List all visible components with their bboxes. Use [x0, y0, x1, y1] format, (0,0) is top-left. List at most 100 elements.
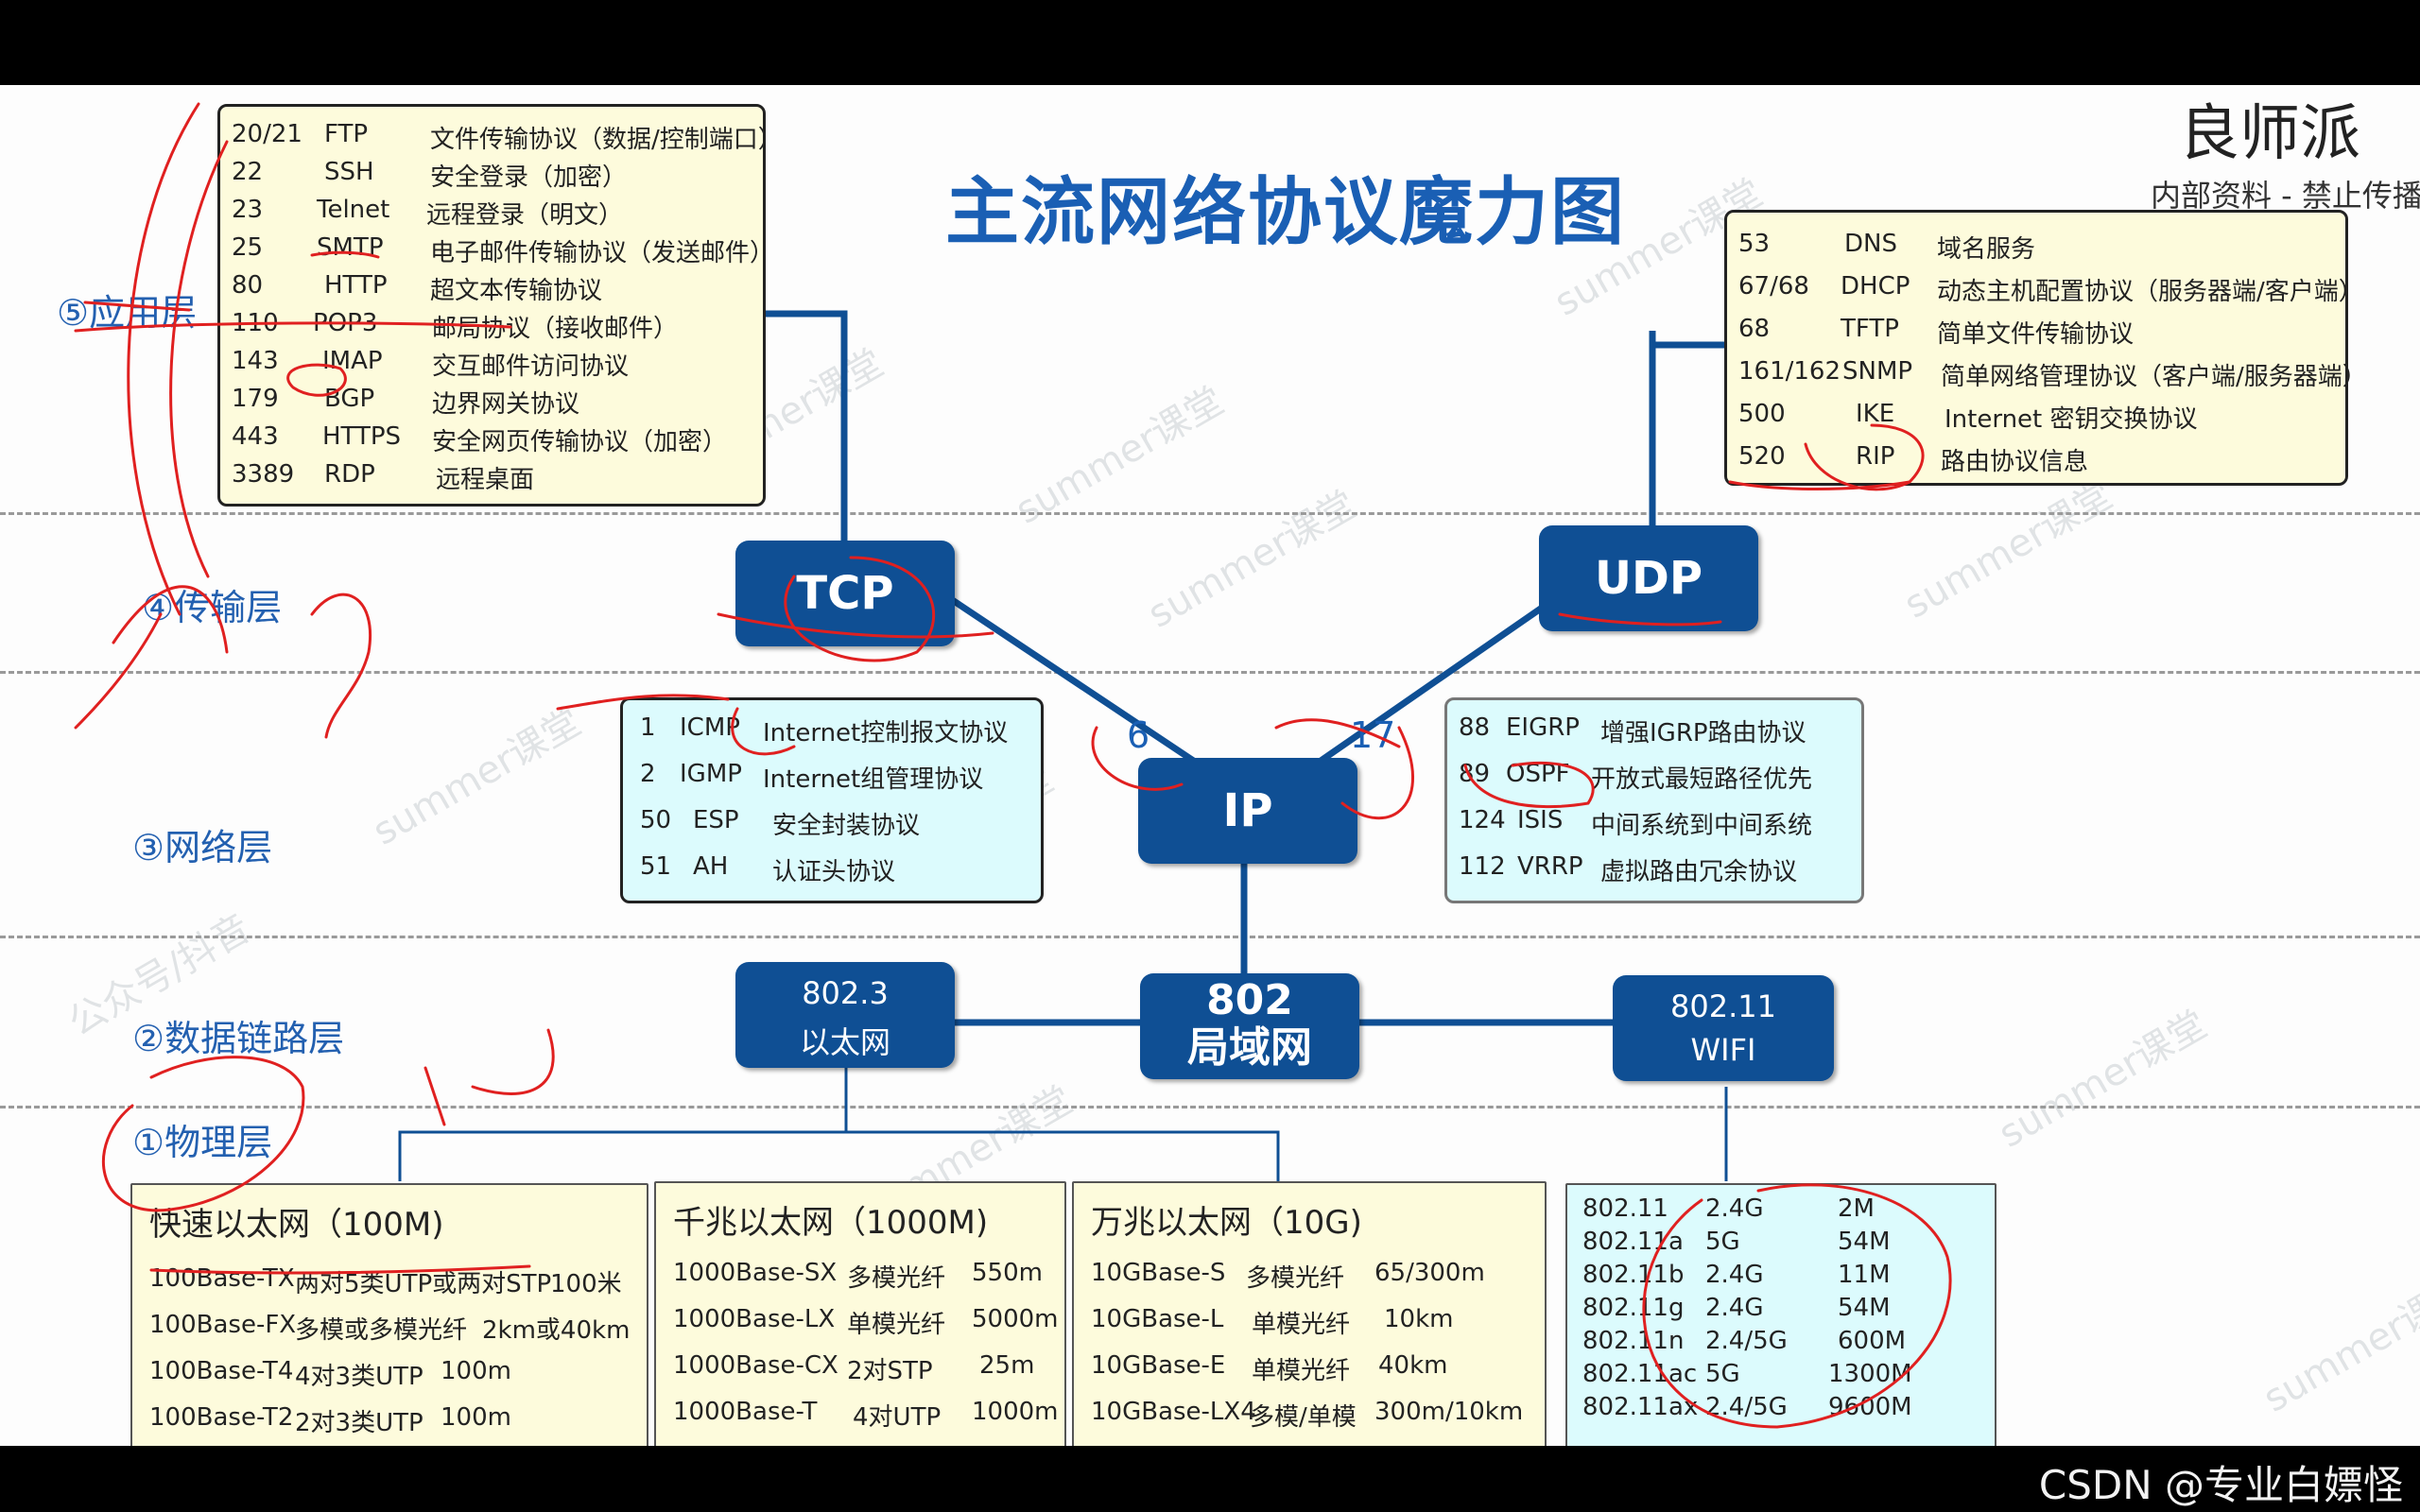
protocol-desc: 邮局协议（接收邮件） — [432, 315, 679, 343]
standard: 802.11ax — [1582, 1393, 1699, 1421]
tcp-label: TCP — [796, 567, 894, 620]
protocol-desc: 中间系统到中间系统 — [1591, 812, 1813, 840]
distance: 100米 — [550, 1270, 622, 1298]
standard: 1000Base-CX — [673, 1351, 838, 1380]
protocol-desc: 远程桌面 — [436, 466, 535, 494]
protocol-name: SMTP — [317, 233, 384, 262]
band: 2.4/5G — [1705, 1327, 1788, 1355]
pen-annotations — [74, 102, 1952, 1429]
slide: summer课堂 summer课堂 summer课堂 summer课堂 summ… — [0, 85, 2420, 1446]
distance: 2km或40km — [482, 1316, 631, 1345]
layer-divider — [0, 1106, 2420, 1108]
distance: 10km — [1384, 1305, 1454, 1333]
ip-label: IP — [1222, 784, 1273, 837]
protocol-desc: 远程登录（明文） — [426, 201, 624, 230]
rate: 2M — [1838, 1194, 1875, 1223]
protocol-name: ESP — [693, 806, 739, 834]
standard: 1000Base-T — [673, 1398, 818, 1426]
band: 5G — [1705, 1360, 1740, 1388]
protocol-desc: 认证头协议 — [772, 858, 896, 886]
standard: 100Base-TX — [149, 1264, 295, 1293]
protocol-desc: 开放式最短路径优先 — [1591, 765, 1813, 794]
csdn-credit: CSDN @专业白嫖怪 — [2038, 1462, 2403, 1508]
standard: 100Base-T2 — [149, 1403, 294, 1432]
protocol-name: ICMP — [680, 713, 740, 742]
protocol-name: DNS — [1844, 230, 1897, 258]
rate: 1300M — [1828, 1360, 1912, 1388]
standard: 802.11n — [1582, 1327, 1685, 1355]
media: 单模光纤 — [1252, 1311, 1351, 1339]
media: 多模光纤 — [847, 1264, 946, 1293]
protocol-desc: 路由协议信息 — [1941, 448, 2089, 476]
protocol-desc: Internet控制报文协议 — [763, 719, 1009, 747]
protocol-name: IMAP — [322, 347, 383, 375]
protocol-desc: 边界网关协议 — [432, 390, 580, 419]
distance: 300m/10km — [1374, 1398, 1524, 1426]
ip-node: IP — [1138, 758, 1357, 864]
distance: 5000m — [972, 1305, 1059, 1333]
port-number: 53 — [1738, 230, 1771, 258]
standard: 802.11ac — [1582, 1360, 1698, 1388]
layer-label-transport: ④传输层 — [142, 587, 283, 628]
standard: 10GBase-L — [1091, 1305, 1224, 1333]
udp-label: UDP — [1595, 552, 1703, 605]
media: 两对5类UTP或两对STP — [295, 1270, 552, 1298]
port-number: 67/68 — [1738, 272, 1809, 301]
standard: 100Base-FX — [149, 1311, 297, 1339]
layer-divider — [0, 671, 2420, 674]
protocol-number: 2 — [640, 760, 656, 788]
port-number: 20/21 — [232, 120, 302, 148]
port-number: 25 — [232, 233, 264, 262]
protocol-name: HTTPS — [322, 422, 402, 451]
media: 单模光纤 — [1252, 1357, 1351, 1385]
port-number: 500 — [1738, 400, 1786, 428]
protocol-desc: 增强IGRP路由协议 — [1600, 719, 1806, 747]
port-number: 443 — [232, 422, 279, 451]
media: 多模/单模 — [1250, 1403, 1357, 1432]
standard: 100Base-T4 — [149, 1357, 294, 1385]
lan-label: 局域网 — [1187, 1023, 1312, 1072]
port-number: 3389 — [232, 460, 295, 489]
layer-divider — [0, 512, 2420, 515]
layer-divider — [0, 936, 2420, 938]
protocol-name: ISIS — [1517, 806, 1564, 834]
media: 2对STP — [847, 1357, 933, 1385]
fast-ethernet-title: 快速以太网（100M) — [149, 1206, 444, 1244]
standard: 1000Base-LX — [673, 1305, 836, 1333]
band: 2.4G — [1705, 1294, 1764, 1322]
protocol-desc: 安全封装协议 — [772, 812, 921, 840]
protocol-name: AH — [693, 852, 729, 881]
standard: 10GBase-LX4 — [1091, 1398, 1256, 1426]
layer-label-datalink: ②数据链路层 — [132, 1018, 345, 1059]
protocol-name: SSH — [324, 158, 374, 186]
protocol-number: 50 — [640, 806, 672, 834]
page-title: 主流网络协议魔力图 — [945, 170, 1627, 255]
tcp-protocol-number: 6 — [1127, 714, 1150, 756]
ethernet-label: 以太网 — [799, 1024, 890, 1060]
protocol-name: IGMP — [680, 760, 742, 788]
standard: 802.11b — [1582, 1261, 1685, 1289]
lan-standard: 802 — [1206, 976, 1293, 1024]
footer-bar: CSDN @专业白嫖怪 — [0, 1446, 2420, 1512]
protocol-name: VRRP — [1517, 852, 1583, 881]
port-number: 179 — [232, 385, 279, 413]
protocol-desc: 超文本传输协议 — [430, 277, 603, 305]
media: 4对UTP — [853, 1403, 942, 1432]
protocol-name: EIGRP — [1506, 713, 1580, 742]
port-number: 161/162 — [1738, 357, 1841, 386]
layer-label-physical: ①物理层 — [132, 1122, 273, 1163]
port-number: 68 — [1738, 315, 1771, 343]
media: 2对3类UTP — [295, 1409, 424, 1437]
media: 多模光纤 — [1246, 1264, 1345, 1293]
rate: 54M — [1838, 1294, 1891, 1322]
wifi-label: WIFI — [1690, 1032, 1756, 1068]
media: 单模光纤 — [847, 1311, 946, 1339]
rate: 54M — [1838, 1228, 1891, 1256]
distance: 1000m — [972, 1398, 1059, 1426]
protocol-desc: Internet 密钥交换协议 — [1945, 405, 2198, 434]
